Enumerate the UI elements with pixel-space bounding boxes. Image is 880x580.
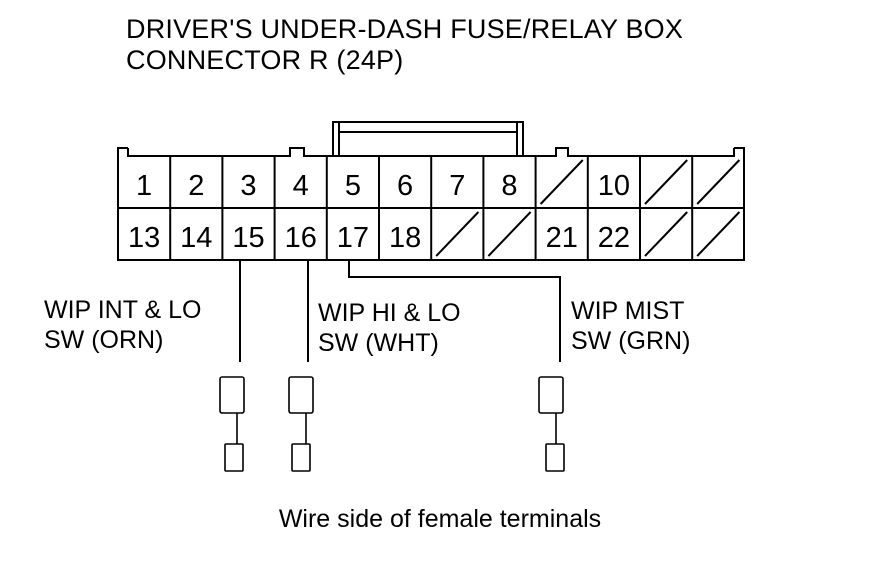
wire-label-wht: WIP HI & LO SW (WHT) — [318, 299, 461, 357]
diagram-caption: Wire side of female terminals — [278, 505, 602, 533]
empty-cavity — [644, 159, 688, 205]
terminal-number: 5 — [345, 170, 361, 202]
terminal-number: 4 — [293, 170, 309, 202]
terminal-number: 1 — [136, 170, 152, 202]
wire-lead-17 — [348, 260, 561, 362]
terminal-number: 16 — [285, 222, 317, 254]
empty-cavity — [435, 211, 480, 257]
terminal-number: 17 — [337, 222, 369, 254]
empty-cavity — [644, 211, 688, 257]
terminal-number: 21 — [546, 222, 578, 254]
connector-top-edge — [127, 147, 735, 157]
probe-icon — [288, 376, 314, 472]
empty-cavity — [696, 211, 741, 257]
terminal-number: 7 — [449, 170, 465, 202]
empty-cavity — [696, 159, 741, 205]
terminal-number: 6 — [397, 170, 413, 202]
probe-icon — [219, 376, 245, 472]
terminal-number: 13 — [128, 222, 160, 254]
terminal-number: 3 — [240, 170, 256, 202]
diagram-title-line1: DRIVER'S UNDER-DASH FUSE/RELAY BOX — [126, 14, 684, 44]
empty-cavity — [487, 211, 532, 257]
empty-cavity — [539, 159, 584, 205]
terminal-number: 10 — [598, 170, 630, 202]
terminal-number: 22 — [598, 222, 630, 254]
terminal-number: 8 — [501, 170, 517, 202]
wire-label-grn: WIP MIST SW (GRN) — [571, 297, 691, 355]
connector-latch — [332, 121, 524, 157]
diagram-title-line2: CONNECTOR R (24P) — [126, 45, 404, 75]
probe-icon — [538, 376, 565, 472]
terminal-number: 2 — [188, 170, 204, 202]
terminal-number: 18 — [389, 222, 421, 254]
terminal-number: 15 — [232, 222, 264, 254]
wire-label-orn: WIP INT & LO SW (ORN) — [44, 296, 202, 354]
terminal-number: 14 — [180, 222, 212, 254]
